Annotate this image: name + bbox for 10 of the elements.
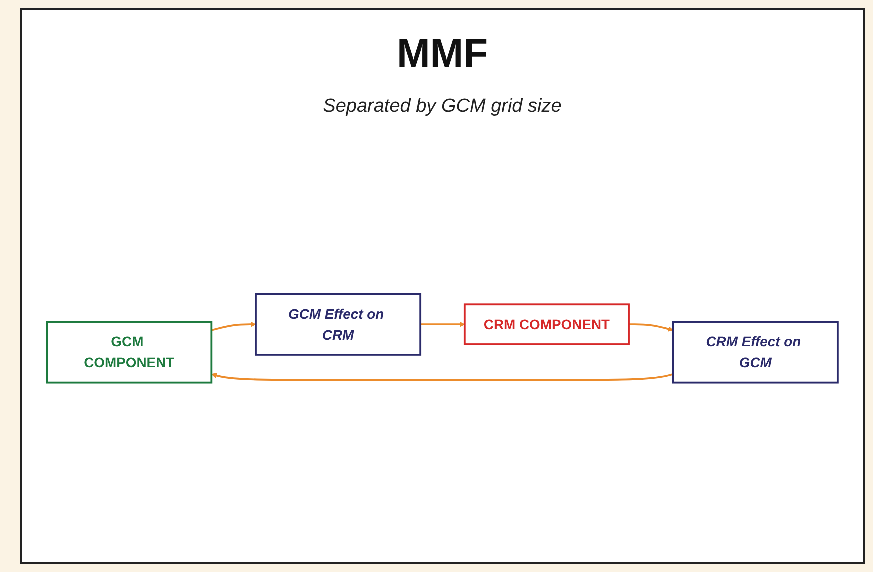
diagram-title: MMF: [396, 32, 488, 77]
node-box: CRM COMPONENT: [464, 304, 630, 346]
arrow: [629, 324, 674, 332]
arrow: [420, 322, 466, 328]
node-box: GCM COMPONENT: [46, 321, 213, 384]
arrow: [211, 322, 256, 332]
node-box: GCM Effect on CRM: [255, 293, 422, 356]
node-box: CRM Effect on GCM: [672, 321, 839, 384]
note-text: Separated by GCM grid size: [323, 96, 562, 118]
arrow: [211, 372, 674, 382]
